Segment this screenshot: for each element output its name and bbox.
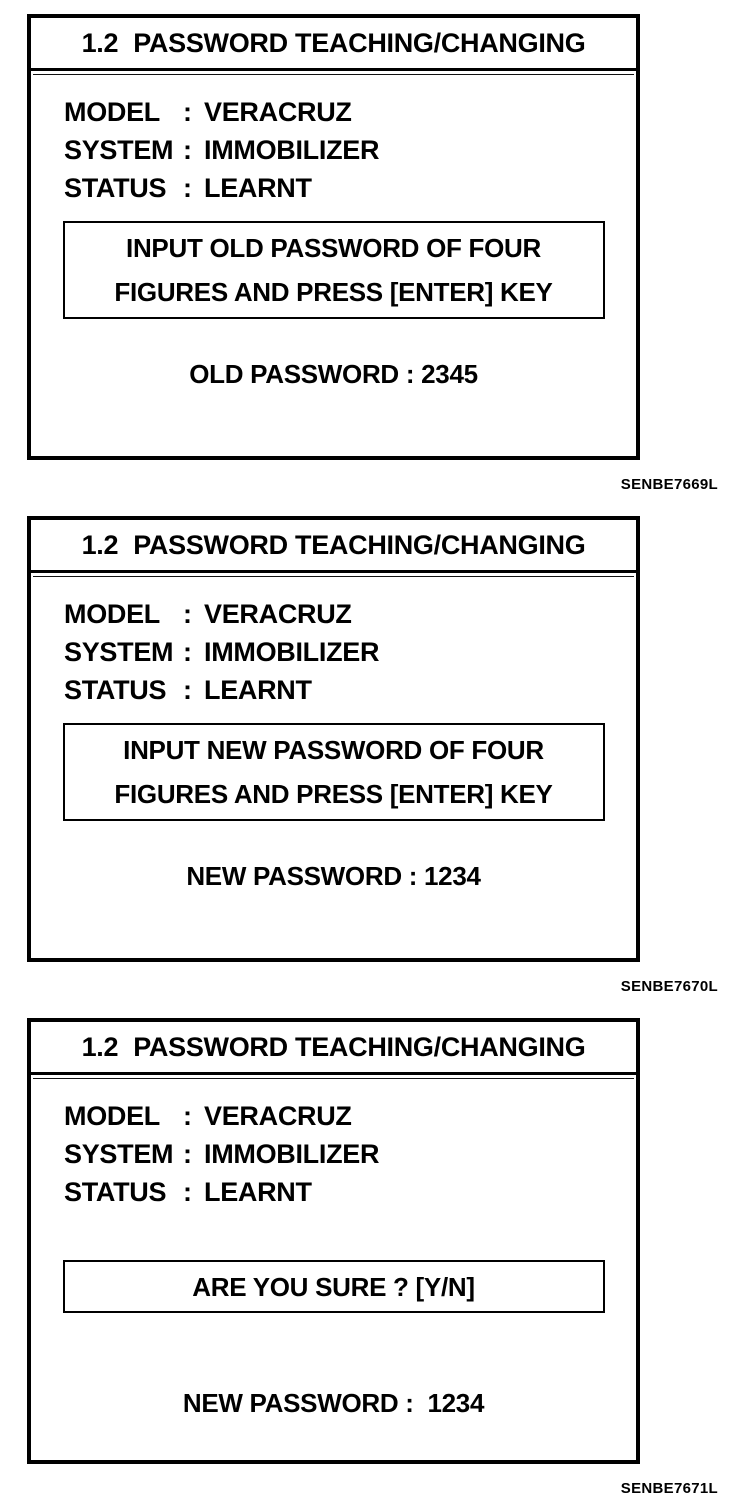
figure-reference-code: SENBE7670L [620, 978, 718, 995]
scan-tool-screen-old-password: 1.2 PASSWORD TEACHING/CHANGING MODEL : V… [27, 14, 640, 460]
screen-title-bar: 1.2 PASSWORD TEACHING/CHANGING [31, 1022, 636, 1079]
info-row-system: SYSTEM : IMMOBILIZER [64, 633, 636, 671]
colon-separator: : [183, 675, 192, 705]
vehicle-info: MODEL : VERACRUZ SYSTEM : IMMOBILIZER ST… [31, 93, 636, 207]
screen-body: MODEL : VERACRUZ SYSTEM : IMMOBILIZER ST… [31, 1075, 636, 1418]
info-label: MODEL [64, 599, 160, 629]
info-value: IMMOBILIZER [204, 637, 380, 667]
password-entry-line: OLD PASSWORD : 2345 [189, 359, 478, 389]
figure-confirm: 1.2 PASSWORD TEACHING/CHANGING MODEL : V… [27, 1018, 718, 1498]
screen-title-bar: 1.2 PASSWORD TEACHING/CHANGING [31, 18, 636, 75]
info-label: MODEL [64, 1101, 160, 1131]
colon-separator: : [183, 1139, 192, 1169]
prompt-message-box: INPUT NEW PASSWORD OF FOUR FIGURES AND P… [62, 723, 605, 821]
info-label: SYSTEM [64, 637, 174, 667]
info-row-status: STATUS : LEARNT [64, 169, 636, 207]
screen-title: PASSWORD TEACHING/CHANGING [133, 27, 586, 58]
info-value: LEARNT [204, 173, 312, 203]
prompt-message-line: ARE YOU SURE ? [Y/N] [192, 1271, 475, 1302]
vehicle-info: MODEL : VERACRUZ SYSTEM : IMMOBILIZER ST… [31, 1097, 636, 1211]
info-row-status: STATUS : LEARNT [64, 1173, 636, 1211]
scan-tool-screen-confirm: 1.2 PASSWORD TEACHING/CHANGING MODEL : V… [27, 1018, 640, 1464]
screen-title: PASSWORD TEACHING/CHANGING [133, 1031, 586, 1062]
colon-separator: : [183, 599, 192, 629]
figure-reference-code: SENBE7671L [620, 1480, 718, 1497]
info-row-system: SYSTEM : IMMOBILIZER [64, 1135, 636, 1173]
figure-new-password: 1.2 PASSWORD TEACHING/CHANGING MODEL : V… [27, 516, 718, 996]
colon-separator: : [183, 1177, 192, 1207]
screen-title-number: 1.2 [81, 529, 119, 560]
prompt-message-box: INPUT OLD PASSWORD OF FOUR FIGURES AND P… [62, 221, 605, 319]
info-value: LEARNT [204, 675, 312, 705]
screen-title-bar: 1.2 PASSWORD TEACHING/CHANGING [31, 520, 636, 577]
vehicle-info: MODEL : VERACRUZ SYSTEM : IMMOBILIZER ST… [31, 595, 636, 709]
info-row-model: MODEL : VERACRUZ [64, 595, 636, 633]
prompt-message-line: FIGURES AND PRESS [ENTER] KEY [114, 779, 553, 809]
screen-body: MODEL : VERACRUZ SYSTEM : IMMOBILIZER ST… [31, 71, 636, 389]
screen-title-number: 1.2 [81, 27, 119, 58]
info-value: IMMOBILIZER [204, 135, 380, 165]
info-label: SYSTEM [64, 1139, 174, 1169]
info-label: STATUS [64, 675, 167, 705]
info-row-model: MODEL : VERACRUZ [64, 93, 636, 131]
info-row-model: MODEL : VERACRUZ [64, 1097, 636, 1135]
colon-separator: : [183, 173, 192, 203]
prompt-message-box: ARE YOU SURE ? [Y/N] [62, 1260, 605, 1313]
colon-separator: : [183, 97, 192, 127]
info-row-system: SYSTEM : IMMOBILIZER [64, 131, 636, 169]
colon-separator: : [183, 135, 192, 165]
password-entry-line: NEW PASSWORD : 1234 [182, 1388, 485, 1418]
screen-title: PASSWORD TEACHING/CHANGING [133, 529, 586, 560]
colon-separator: : [183, 1101, 192, 1131]
info-label: STATUS [64, 1177, 167, 1207]
info-label: STATUS [64, 173, 167, 203]
info-value: VERACRUZ [204, 97, 352, 127]
screen-body: MODEL : VERACRUZ SYSTEM : IMMOBILIZER ST… [31, 573, 636, 891]
info-label: MODEL [64, 97, 160, 127]
figure-old-password: 1.2 PASSWORD TEACHING/CHANGING MODEL : V… [27, 14, 718, 494]
prompt-message-line: INPUT OLD PASSWORD OF FOUR [126, 233, 541, 263]
figure-reference-code: SENBE7669L [620, 476, 718, 493]
password-entry-line: NEW PASSWORD : 1234 [186, 861, 481, 891]
info-value: VERACRUZ [204, 599, 352, 629]
info-value: VERACRUZ [204, 1101, 352, 1131]
info-value: IMMOBILIZER [204, 1139, 380, 1169]
prompt-message-line: INPUT NEW PASSWORD OF FOUR [123, 735, 544, 765]
info-value: LEARNT [204, 1177, 312, 1207]
scan-tool-screen-new-password: 1.2 PASSWORD TEACHING/CHANGING MODEL : V… [27, 516, 640, 962]
screen-title-number: 1.2 [81, 1031, 119, 1062]
info-row-status: STATUS : LEARNT [64, 671, 636, 709]
prompt-message-line: FIGURES AND PRESS [ENTER] KEY [114, 277, 553, 307]
colon-separator: : [183, 637, 192, 667]
info-label: SYSTEM [64, 135, 174, 165]
